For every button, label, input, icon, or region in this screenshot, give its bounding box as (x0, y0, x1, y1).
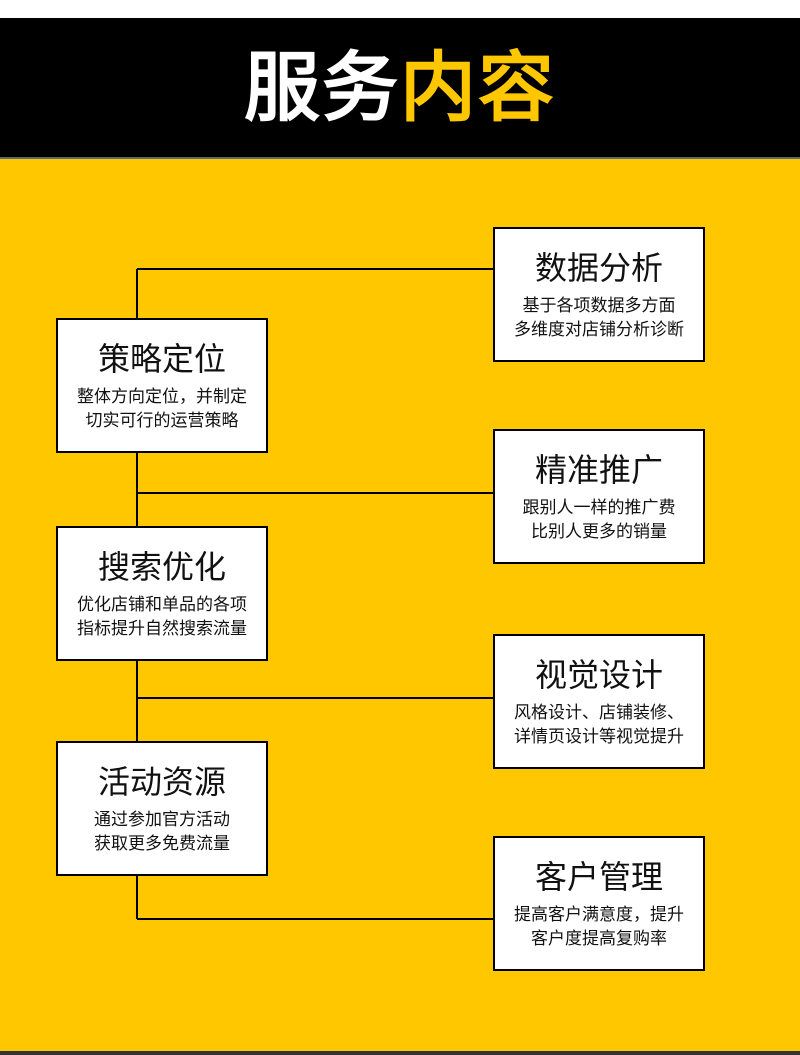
top-strip (0, 0, 800, 18)
box-title: 客户管理 (534, 858, 663, 896)
box-desc-line: 通过参加官方活动 (94, 810, 230, 830)
box-search-optimization: 搜索优化 优化店铺和单品的各项 指标提升自然搜索流量 (56, 526, 268, 661)
box-desc-line: 风格设计、店铺装修、 (514, 703, 684, 723)
box-strategy-positioning: 策略定位 整体方向定位，并制定 切实可行的运营策略 (56, 318, 268, 453)
box-description: 整体方向定位，并制定 切实可行的运营策略 (58, 385, 266, 433)
box-title: 数据分析 (534, 249, 663, 287)
box-data-analysis: 数据分析 基于各项数据多方面 多维度对店铺分析诊断 (493, 227, 705, 362)
box-desc-line: 基于各项数据多方面 (522, 296, 676, 316)
box-title: 精准推广 (534, 451, 663, 489)
box-description: 风格设计、店铺装修、 详情页设计等视觉提升 (495, 701, 703, 749)
box-description: 提高客户满意度，提升 客户度提高复购率 (495, 903, 703, 951)
bottom-strip (0, 1051, 800, 1055)
box-desc-line: 获取更多免费流量 (94, 834, 230, 854)
box-desc-line: 优化店铺和单品的各项 (77, 595, 247, 615)
page-title-yellow: 内容 (400, 42, 556, 132)
box-desc-line: 提高客户满意度，提升 (514, 905, 684, 925)
box-title: 活动资源 (97, 763, 226, 801)
box-precise-promotion: 精准推广 跟别人一样的推广费 比别人更多的销量 (493, 429, 705, 564)
box-visual-design: 视觉设计 风格设计、店铺装修、 详情页设计等视觉提升 (493, 634, 705, 769)
box-activity-resources: 活动资源 通过参加官方活动 获取更多免费流量 (56, 741, 268, 876)
page-title-white: 服务 (244, 42, 400, 132)
box-desc-line: 切实可行的运营策略 (85, 411, 239, 431)
box-title: 搜索优化 (97, 548, 226, 586)
box-desc-line: 指标提升自然搜索流量 (77, 619, 247, 639)
box-description: 跟别人一样的推广费 比别人更多的销量 (495, 496, 703, 544)
header-banner: 服务内容 (0, 18, 800, 159)
page-title: 服务内容 (244, 49, 556, 126)
box-desc-line: 多维度对店铺分析诊断 (514, 320, 684, 340)
box-title: 策略定位 (97, 340, 226, 378)
box-description: 优化店铺和单品的各项 指标提升自然搜索流量 (58, 593, 266, 641)
box-desc-line: 详情页设计等视觉提升 (514, 727, 684, 747)
box-desc-line: 跟别人一样的推广费 (522, 498, 676, 518)
box-desc-line: 整体方向定位，并制定 (77, 387, 247, 407)
box-customer-management: 客户管理 提高客户满意度，提升 客户度提高复购率 (493, 836, 705, 971)
box-desc-line: 比别人更多的销量 (531, 522, 667, 542)
box-desc-line: 客户度提高复购率 (531, 929, 667, 949)
box-description: 通过参加官方活动 获取更多免费流量 (58, 808, 266, 856)
box-title: 视觉设计 (534, 656, 663, 694)
box-description: 基于各项数据多方面 多维度对店铺分析诊断 (495, 294, 703, 342)
